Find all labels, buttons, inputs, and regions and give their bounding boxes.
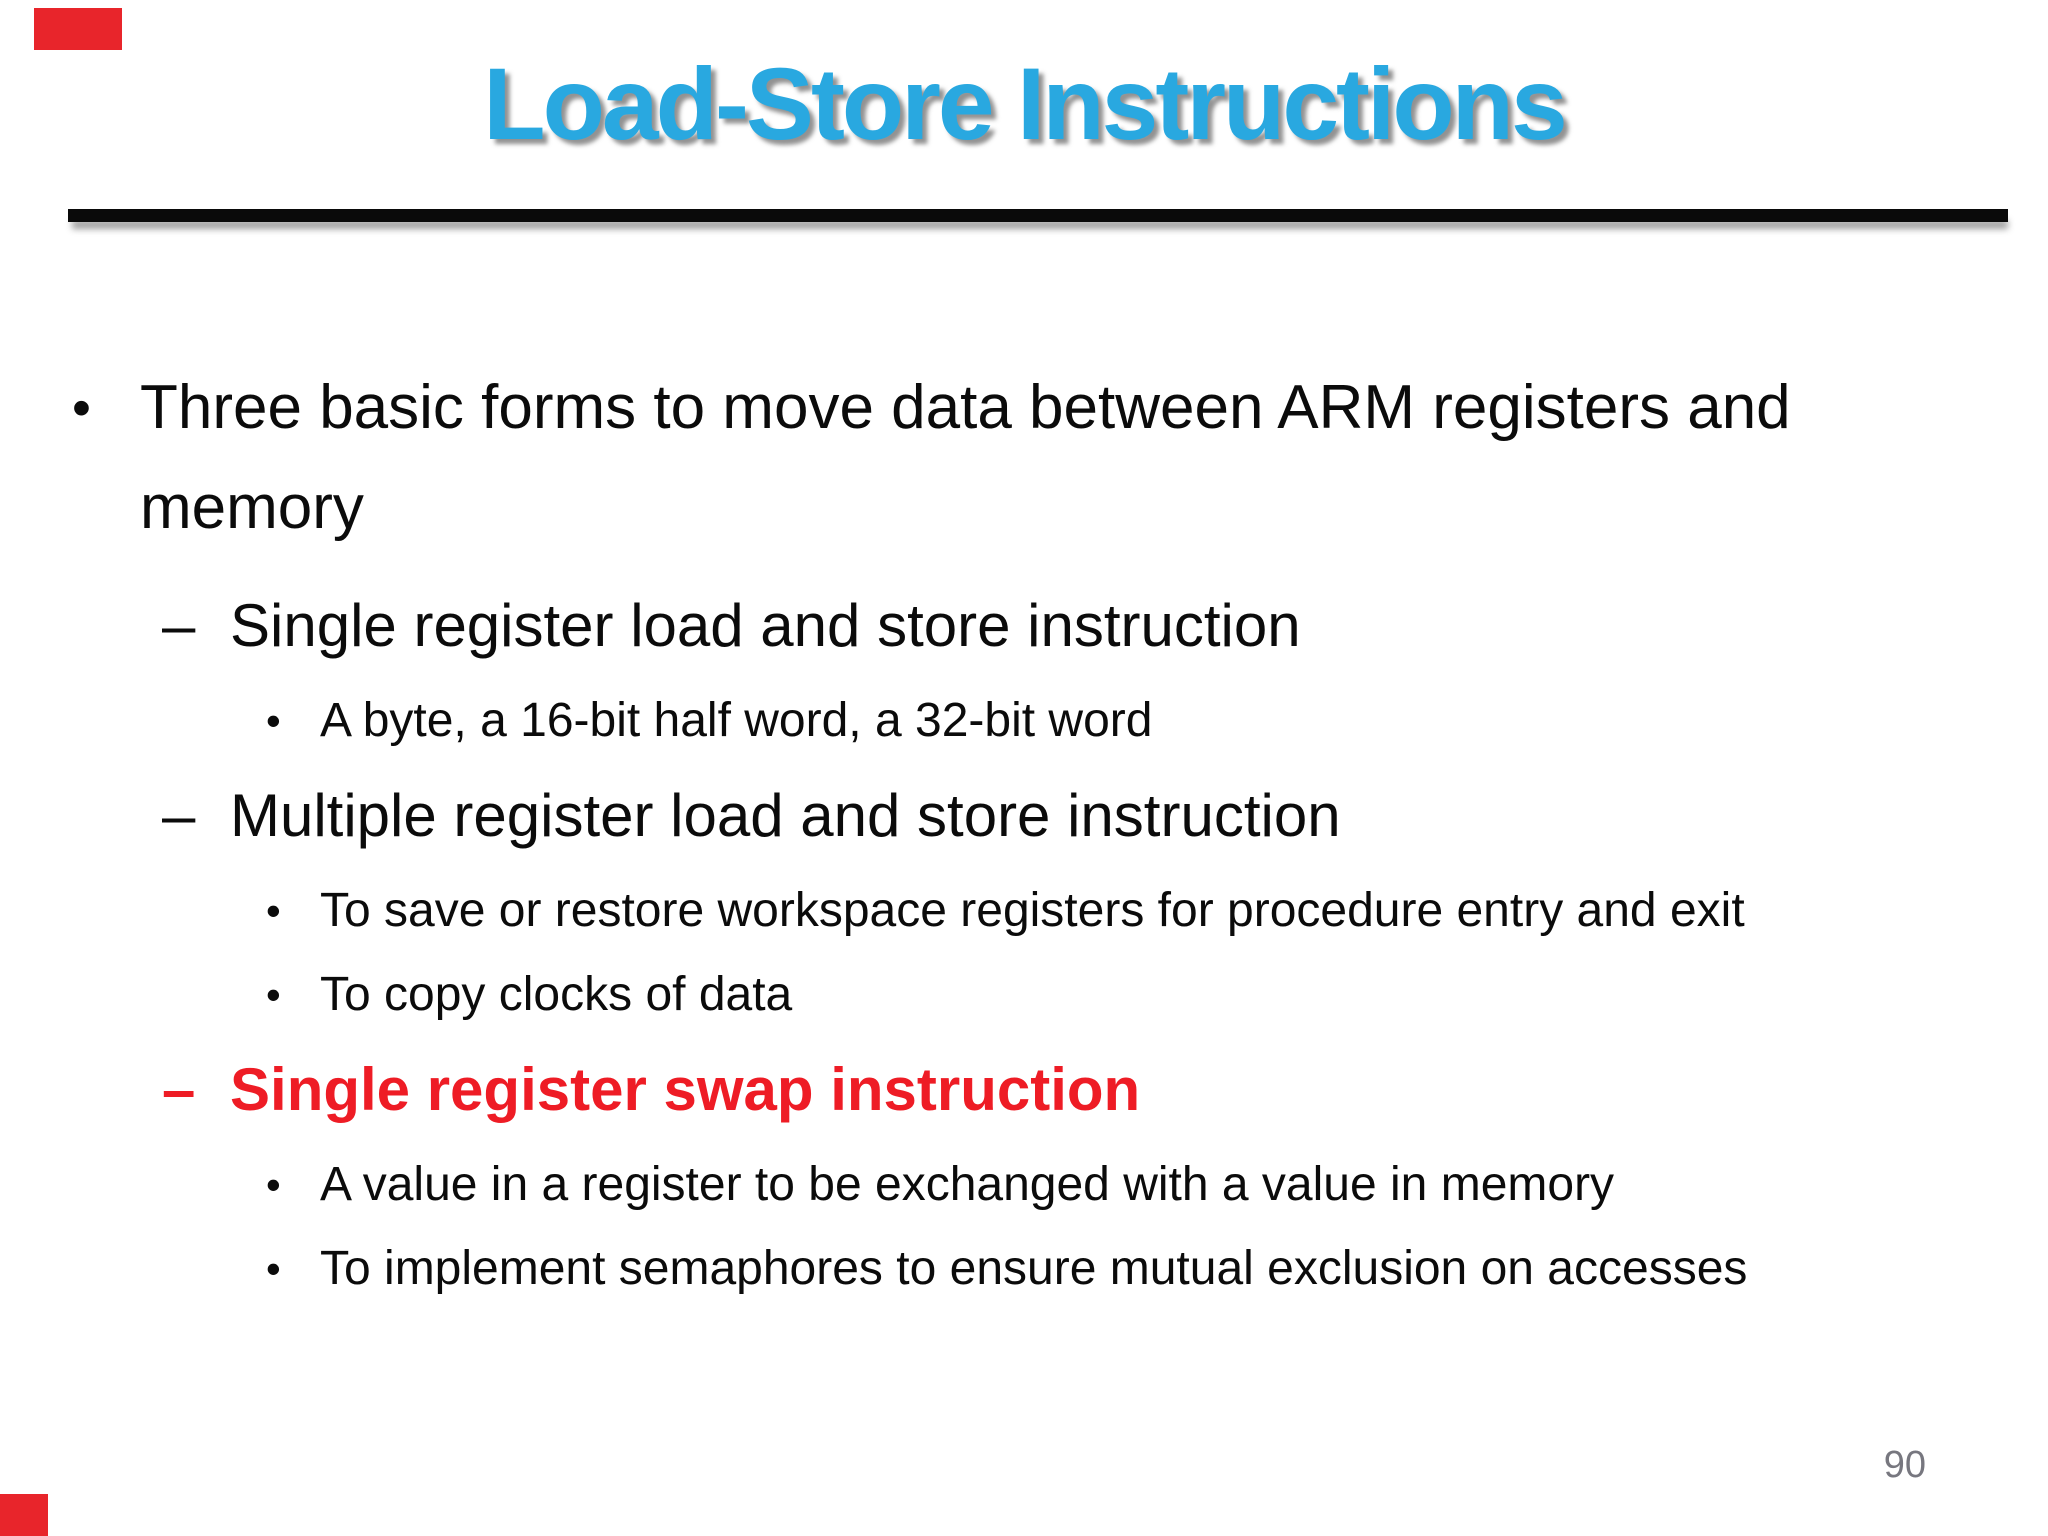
bullet-item-emphasized: – Single register swap instruction: [0, 1048, 1998, 1132]
bullet-item: • A byte, a 16-bit half word, a 32-bit w…: [0, 690, 1998, 752]
dash-marker: –: [162, 782, 196, 849]
bullet-item: • To implement semaphores to ensure mutu…: [0, 1238, 1998, 1300]
bullet-item: • To save or restore workspace registers…: [0, 880, 1998, 942]
bullet-text: Single register swap instruction: [230, 1056, 1141, 1123]
page-number: 90: [1883, 1444, 1926, 1486]
slide-title: Load-Store Instructions: [483, 47, 1567, 161]
bullet-text: Multiple register load and store instruc…: [230, 782, 1341, 849]
bullet-text: To copy clocks of data: [320, 968, 793, 1021]
dash-marker: –: [162, 592, 196, 659]
bullet-text: Three basic forms to move data between A…: [140, 373, 1791, 542]
bullet-text: Single register load and store instructi…: [230, 592, 1301, 659]
bullet-marker: •: [266, 1161, 281, 1208]
red-artifact-bottom-left: [0, 1494, 48, 1536]
dash-marker: –: [162, 1056, 196, 1123]
bullet-marker: •: [266, 1245, 281, 1292]
bullet-list: • Three basic forms to move data between…: [0, 358, 1998, 1322]
bullet-text: A value in a register to be exchanged wi…: [320, 1158, 1615, 1211]
title-underline-rule: [68, 209, 2008, 222]
bullet-text: To save or restore workspace registers f…: [320, 884, 1745, 937]
bullet-item: – Multiple register load and store instr…: [0, 774, 1998, 858]
bullet-item: – Single register load and store instruc…: [0, 584, 1998, 668]
bullet-marker: •: [266, 887, 281, 934]
bullet-marker: •: [266, 697, 281, 744]
bullet-item: • Three basic forms to move data between…: [0, 358, 1998, 558]
bullet-item: • To copy clocks of data: [0, 964, 1998, 1026]
bullet-text: A byte, a 16-bit half word, a 32-bit wor…: [320, 694, 1153, 747]
bullet-text: To implement semaphores to ensure mutual…: [320, 1242, 1748, 1295]
bullet-marker: •: [72, 378, 91, 438]
bullet-marker: •: [266, 971, 281, 1018]
bullet-item: • A value in a register to be exchanged …: [0, 1154, 1998, 1216]
red-artifact-top-left: [34, 8, 122, 50]
